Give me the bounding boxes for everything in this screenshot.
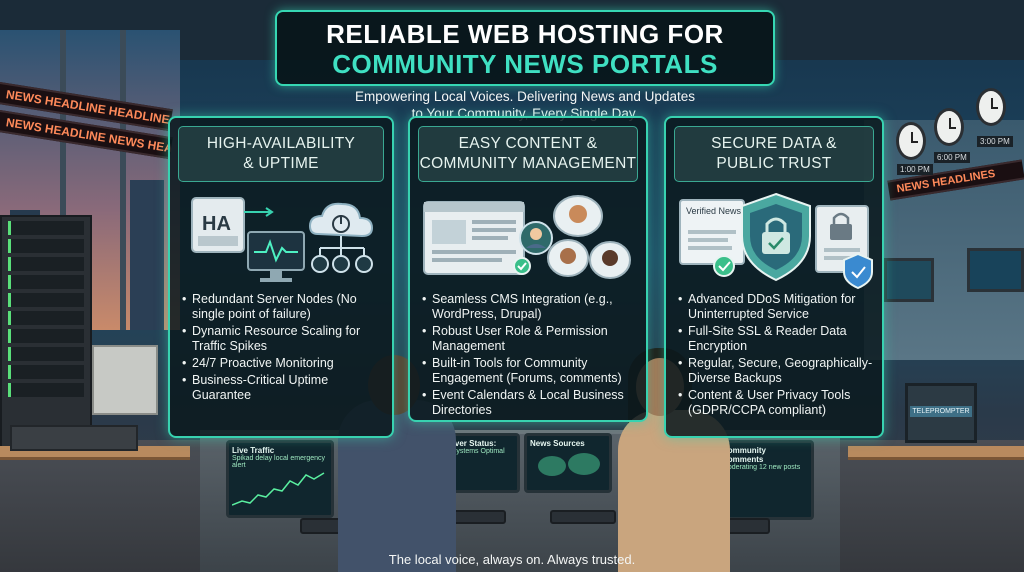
page-title-line1: RELIABLE WEB HOSTING FOR	[326, 19, 724, 49]
news-sources-screen: News Sources	[524, 433, 612, 493]
ha-cluster-illustration: HA	[191, 197, 374, 282]
audio-mixer	[10, 425, 138, 451]
panel-heading-line2: COMMUNITY MANAGEMENT	[419, 155, 637, 172]
server-rack	[0, 215, 92, 455]
panel-heading-line1: EASY CONTENT &	[458, 135, 598, 152]
world-map-icon	[538, 453, 600, 476]
traffic-graph-icon	[231, 472, 325, 506]
users-icon	[513, 195, 631, 279]
list-item: Robust User Role & Permission Management	[422, 324, 640, 354]
wall-map-monitor	[967, 248, 1024, 292]
list-item: Event Calendars & Local Business Directo…	[422, 388, 640, 418]
feature-list: Advanced DDoS Mitigation for Uninterrupt…	[678, 292, 876, 420]
panel-illustration: HA	[178, 188, 384, 292]
server-ha-icon	[191, 197, 245, 253]
panel-high-availability: HIGH-AVAILABILITY & UPTIME HA	[168, 116, 394, 438]
community-comments-screen: Community Comments Moderating 12 new pos…	[716, 440, 814, 520]
verified-news-label: Verified News	[686, 206, 742, 216]
teleprompter-label: TELEPROMPTER	[910, 406, 972, 417]
wall-clock-icon	[976, 88, 1006, 126]
feature-list: Redundant Server Nodes (No single point …	[182, 292, 386, 405]
wall-monitor	[884, 258, 934, 302]
list-item: Seamless CMS Integration (e.g., WordPres…	[422, 292, 640, 322]
panel-illustration: Verified News	[674, 188, 874, 292]
title-banner: RELIABLE WEB HOSTING FOR COMMUNITY NEWS …	[275, 10, 775, 86]
panel-heading-line2: & UPTIME	[243, 155, 319, 172]
cms-community-illustration	[423, 195, 631, 279]
clock-label: 3:00 PM	[977, 136, 1013, 147]
list-item: Business-Critical Uptime Guarantee	[182, 373, 386, 403]
feature-list: Seamless CMS Integration (e.g., WordPres…	[422, 292, 640, 420]
list-item: Dynamic Resource Scaling for Traffic Spi…	[182, 324, 386, 354]
cloud-power-icon	[308, 202, 374, 273]
shield-lock-icon	[741, 192, 811, 282]
ha-label: HA	[202, 213, 231, 235]
verified-news-icon	[679, 199, 745, 277]
clock-label: 6:00 PM	[934, 152, 970, 163]
news-sources-title: News Sources	[530, 439, 585, 448]
keyboard	[550, 510, 616, 524]
live-traffic-title: Live Traffic	[232, 446, 275, 455]
page-title-line2: COMMUNITY NEWS PORTALS	[332, 49, 718, 79]
live-traffic-screen: Live Traffic Spikad delay local emergenc…	[226, 440, 334, 518]
panel-heading: HIGH-AVAILABILITY & UPTIME	[178, 126, 384, 182]
list-item: 24/7 Proactive Monitoring	[182, 356, 386, 371]
window-mullion	[120, 30, 126, 330]
server-status-title: Server Status:	[442, 439, 497, 448]
subtitle-line1: Empowering Local Voices. Delivering News…	[355, 89, 695, 104]
panel-secure-data: SECURE DATA & PUBLIC TRUST Verified News	[664, 116, 884, 438]
list-item: Advanced DDoS Mitigation for Uninterrupt…	[678, 292, 876, 322]
community-comments-title: Community Comments	[722, 446, 766, 464]
panel-illustration	[418, 188, 638, 292]
list-item: Full-Site SSL & Reader Data Encryption	[678, 324, 876, 354]
panel-heading-line1: SECURE DATA &	[711, 135, 837, 152]
panel-heading-line1: HIGH-AVAILABILITY	[206, 135, 356, 152]
wall-clock-icon	[934, 108, 964, 146]
list-item: Content & User Privacy Tools (GDPR/CCPA …	[678, 388, 876, 418]
teleprompter-monitor: TELEPROMPTER	[905, 383, 977, 443]
panel-heading: SECURE DATA & PUBLIC TRUST	[674, 126, 874, 182]
small-shield-icon	[843, 252, 873, 290]
panel-content-management: EASY CONTENT & COMMUNITY MANAGEMENT	[408, 116, 648, 422]
wall-clock-icon	[896, 122, 926, 160]
browser-window-icon	[423, 201, 525, 275]
list-item: Built-in Tools for Community Engagement …	[422, 356, 640, 386]
panel-heading-line2: PUBLIC TRUST	[716, 155, 832, 172]
list-item: Regular, Secure, Geographically-Diverse …	[678, 356, 876, 386]
community-comments-subtitle: Moderating 12 new posts	[722, 464, 801, 471]
server-status-subtitle: All Systems Optimal	[442, 448, 505, 455]
window-mullion	[60, 30, 66, 330]
footer-tagline: The local voice, always on. Always trust…	[388, 552, 636, 567]
monitor-pulse-icon	[247, 231, 305, 282]
live-traffic-subtitle: Spikad delay local emergency alert	[232, 455, 325, 469]
printer	[92, 345, 158, 415]
list-item: Redundant Server Nodes (No single point …	[182, 292, 386, 322]
panel-heading: EASY CONTENT & COMMUNITY MANAGEMENT	[418, 126, 638, 182]
desk-right	[848, 446, 1024, 460]
security-illustration: Verified News	[679, 192, 873, 290]
clock-label: 1:00 PM	[897, 164, 933, 175]
